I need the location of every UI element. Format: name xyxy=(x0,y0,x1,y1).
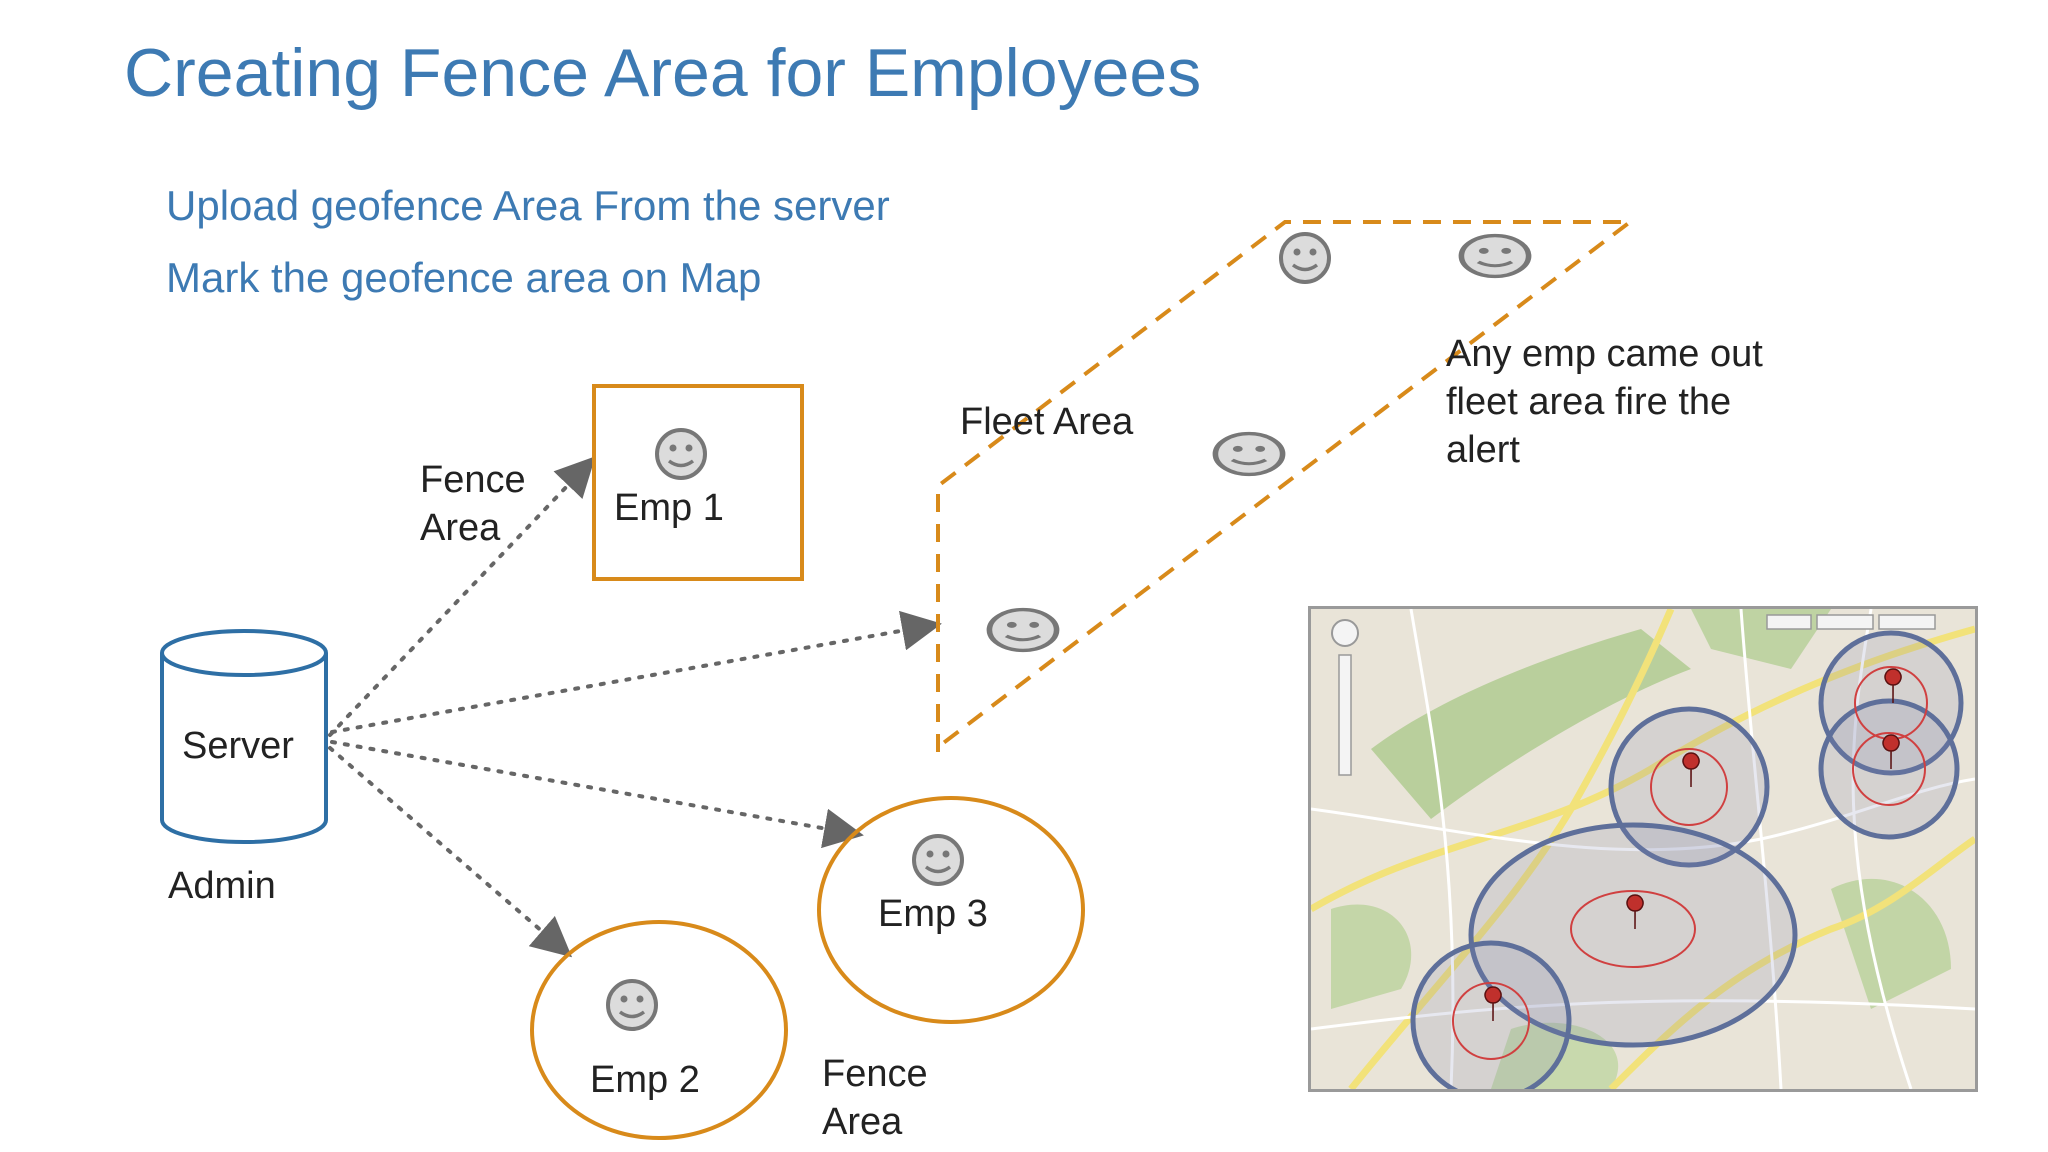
bullet-upload: Upload geofence Area From the server xyxy=(166,182,890,229)
map-graphic xyxy=(1311,609,1975,1089)
emp2-label: Emp 2 xyxy=(590,1059,700,1101)
fence-area-label-2: Fence Area xyxy=(822,1050,928,1146)
emp2-face-icon xyxy=(606,979,658,1031)
slide-title: Creating Fence Area for Employees xyxy=(124,35,1202,111)
fleet-area-label: Fleet Area xyxy=(960,401,1134,443)
fence-area-label-1: Fence Area xyxy=(420,456,526,552)
fleet-face-icon-2 xyxy=(1461,236,1528,277)
geofence-map-screenshot xyxy=(1308,606,1978,1092)
area-word: Area xyxy=(420,507,501,549)
emp3-face-icon xyxy=(912,834,964,886)
alert-line-3: alert xyxy=(1446,429,1520,471)
emp1-face-icon xyxy=(655,428,707,480)
bullet-mark: Mark the geofence area on Map xyxy=(166,254,762,301)
arrow-to-fleet xyxy=(330,610,942,734)
fleet-face-icon-4 xyxy=(989,610,1056,651)
arrow-to-emp2 xyxy=(328,746,573,958)
map-pin-icon xyxy=(1484,668,1902,1022)
emp1-fence-square xyxy=(592,384,804,581)
emp2-fence-circle xyxy=(530,920,788,1140)
arrow-to-emp1 xyxy=(328,456,596,737)
emp3-label: Emp 3 xyxy=(878,893,988,935)
alert-note: Any emp came out fleet area fire the ale… xyxy=(1446,330,1763,474)
emp1-label: Emp 1 xyxy=(614,487,724,529)
fleet-area-boundary xyxy=(936,220,1636,752)
fence-word: Fence xyxy=(420,459,526,501)
emp3-fence-circle xyxy=(817,796,1085,1024)
area-word: Area xyxy=(822,1101,903,1143)
fleet-face-icon-3 xyxy=(1215,434,1282,475)
arrow-to-emp3 xyxy=(330,740,864,849)
alert-line-1: Any emp came out xyxy=(1446,333,1763,375)
fence-word: Fence xyxy=(822,1053,928,1095)
server-label: Server xyxy=(182,725,294,767)
fleet-face-icon-1 xyxy=(1279,232,1331,284)
alert-line-2: fleet area fire the xyxy=(1446,381,1732,423)
server-cylinder-icon xyxy=(160,629,328,844)
admin-label: Admin xyxy=(168,865,276,907)
